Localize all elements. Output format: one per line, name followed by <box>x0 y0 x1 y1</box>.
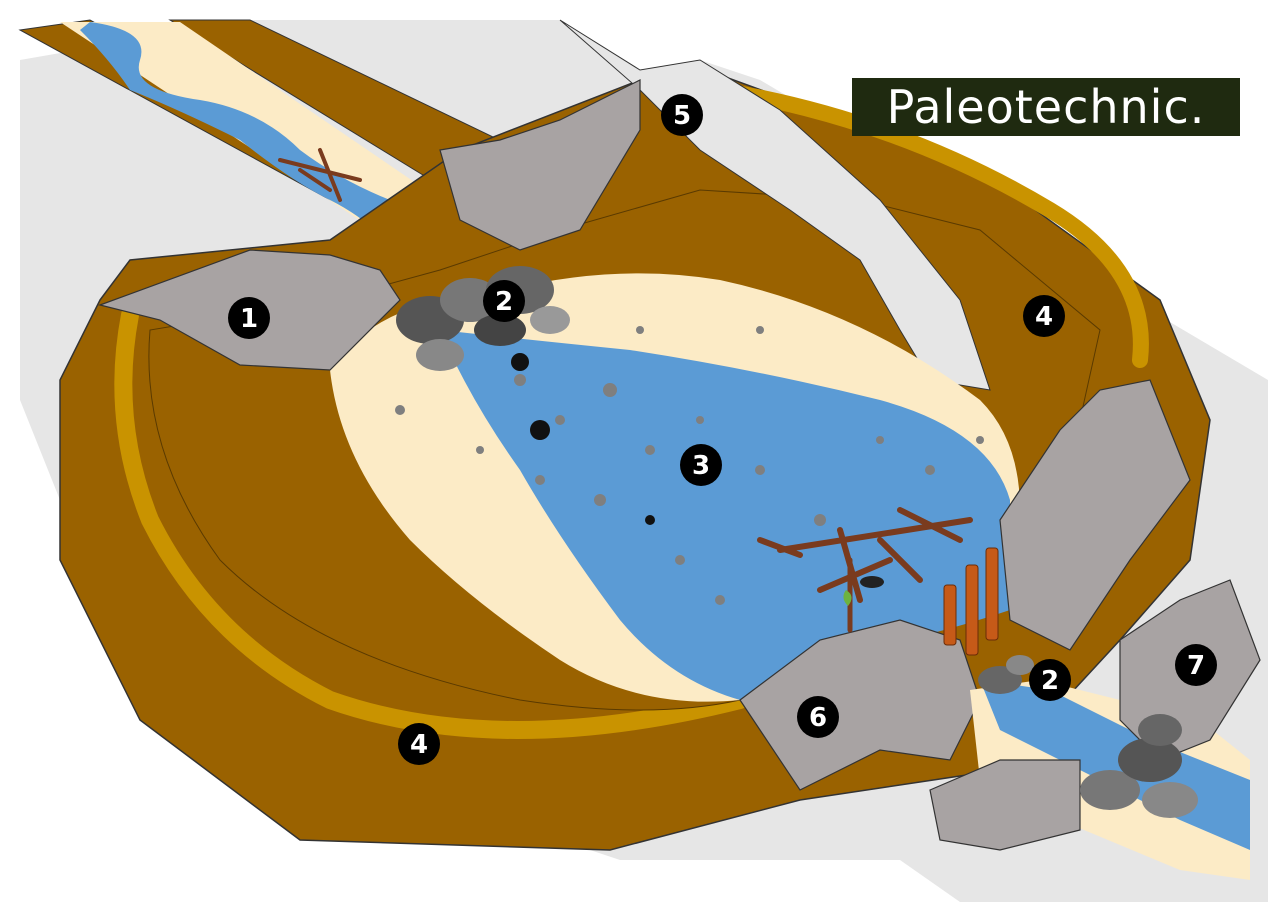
rock-pile-downstream <box>1080 714 1198 818</box>
marker-4-left: 4 <box>398 723 440 765</box>
gravel <box>395 326 984 605</box>
downstream-wall-low <box>929 759 1081 851</box>
svg-text:3: 3 <box>692 451 710 481</box>
embankment-rim-left <box>114 306 749 739</box>
brand-logo: Paleotechnic. <box>852 78 1240 136</box>
rock-pile-outlet <box>978 655 1034 694</box>
embankment-rim-right <box>712 82 1149 368</box>
pond-water <box>440 330 1010 700</box>
leaf <box>843 590 852 606</box>
svg-text:4: 4 <box>1035 302 1053 332</box>
inlet-headwall-right <box>439 79 641 251</box>
marker-3: 3 <box>680 444 722 486</box>
outlet-wall-right <box>999 379 1191 651</box>
marker-2-inlet: 2 <box>483 280 525 322</box>
svg-text:4: 4 <box>410 730 428 760</box>
svg-text:6: 6 <box>809 703 827 733</box>
svg-text:1: 1 <box>240 304 258 334</box>
svg-text:5: 5 <box>673 101 691 131</box>
svg-text:2: 2 <box>1041 666 1059 696</box>
svg-text:2: 2 <box>495 287 513 317</box>
marker-6: 6 <box>797 696 839 738</box>
marker-1: 1 <box>228 297 270 339</box>
timber-posts <box>943 547 999 656</box>
marker-4-right: 4 <box>1023 295 1065 337</box>
marker-5: 5 <box>661 94 703 136</box>
marker-2-outlet: 2 <box>1029 659 1071 701</box>
dark-stones <box>511 353 655 525</box>
upper-channel-water <box>80 22 450 255</box>
fish <box>860 576 884 588</box>
svg-text:7: 7 <box>1187 651 1205 681</box>
woody-debris <box>278 148 973 633</box>
marker-7: 7 <box>1175 644 1217 686</box>
